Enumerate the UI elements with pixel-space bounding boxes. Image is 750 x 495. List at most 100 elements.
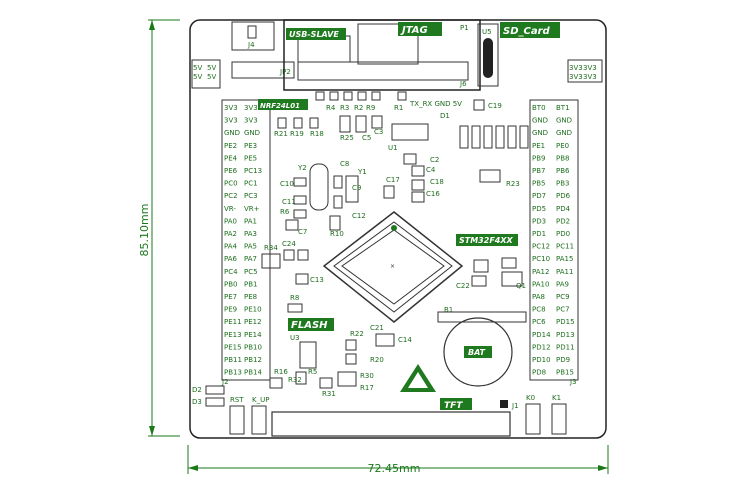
right-header-pin-label: PB3: [556, 180, 569, 188]
u1-chip: [391, 123, 429, 141]
left-header-pin-label: PC13: [244, 167, 262, 175]
k-up-label: K_UP: [252, 396, 269, 404]
right-header-pin-label: PD9: [556, 356, 570, 364]
right-header-pin-label: PC6: [532, 318, 546, 326]
sd-card-label: SD_Card: [503, 26, 551, 37]
r17-label: R17: [360, 384, 374, 392]
usb-jtag-block: [283, 19, 481, 91]
sd-card-slot: [477, 23, 499, 87]
left-header-pin-label: PA5: [244, 243, 257, 251]
left-header-pin-label: PE6: [224, 167, 238, 175]
flash-chip: [299, 341, 317, 369]
stm-label-bg: [456, 234, 518, 246]
battery-holder: [437, 311, 527, 323]
right-header-pin-label: GND: [532, 129, 548, 137]
y2-label: Y2: [297, 164, 307, 172]
left-header-pin-label: PE4: [224, 154, 238, 162]
left-header-pin-label: PE12: [244, 318, 262, 326]
right-header-pin-label: PD12: [532, 343, 551, 351]
left-header-pin-label: 3V3: [224, 117, 238, 125]
right-header-pin-label: PD7: [532, 192, 546, 200]
left-header-pin-label: PA2: [224, 230, 237, 238]
u3-label: U3: [290, 334, 300, 342]
right-header-pin-label: PC12: [532, 243, 550, 251]
left-header-pin-label: PA7: [244, 255, 257, 263]
j3-label: J3: [569, 378, 577, 386]
r25-label: R25: [340, 134, 354, 142]
u1-label: U1: [388, 144, 398, 152]
right-header-pin-label: 3V3: [583, 64, 597, 72]
left-header-pin-label: PB10: [244, 343, 262, 351]
left-header-pin-label: GND: [244, 129, 260, 137]
left-header-pin-label: 5V: [207, 64, 216, 72]
right-header-pin-label: BT0: [532, 104, 546, 112]
right-header-pin-label: GND: [556, 129, 572, 137]
battery-cell: [443, 317, 513, 387]
right-header-pin-label: PC7: [556, 306, 570, 314]
pad-row-mid: [285, 153, 501, 231]
right-header-pin-label: PB15: [556, 369, 574, 377]
jp2-label: JP2: [279, 68, 291, 76]
left-header-pin-label: PA1: [244, 217, 257, 225]
d3-label: D3: [192, 398, 202, 406]
right-header-pin-label: PD10: [532, 356, 551, 364]
crystal-y1: [345, 175, 359, 203]
right-header-pin-label: PD11: [556, 343, 575, 351]
right-header-pin-label: PD15: [556, 318, 575, 326]
jp2-header: [231, 61, 295, 79]
flash-label-bg: [288, 318, 334, 331]
left-header-pin-label: PE7: [224, 293, 237, 301]
right-header-pin-label: PD2: [556, 217, 570, 225]
c9-label: C9: [352, 184, 361, 192]
tft-label-bg: [440, 398, 472, 410]
j6-label: J6: [459, 80, 467, 88]
right-header-pin-label: 3V3: [569, 73, 583, 81]
right-header-pin-label: PB5: [532, 180, 545, 188]
r8-label: R8: [290, 294, 299, 302]
height-dimension-label: 85.10mm: [138, 204, 151, 257]
right-header-pin-label: PD5: [532, 205, 546, 213]
r32-label: R32: [288, 376, 302, 384]
left-header-pin-label: PE11: [224, 318, 242, 326]
r23-label: R23: [506, 180, 520, 188]
c12-label: C12: [352, 212, 366, 220]
jtag-label-bg: [398, 22, 442, 36]
stm-label: STM32F4XX: [459, 236, 514, 245]
usb-slave-label: USB-SLAVE: [289, 30, 339, 39]
r5-label: R5: [308, 368, 317, 376]
r34-label: R34: [264, 244, 278, 252]
left-header-pin-label: PB0: [224, 280, 237, 288]
right-header-pin-label: PD8: [532, 369, 546, 377]
esd-warning-icon: [400, 364, 436, 392]
c24-label: C24: [282, 240, 296, 248]
left-header-pin-label: PC1: [244, 180, 258, 188]
tx-rx-label: TX_RX GND 5V: [409, 100, 462, 108]
left-header-pin-label: PB12: [244, 356, 262, 364]
right-pin-header: [529, 99, 579, 381]
u5-label: U5: [482, 28, 492, 36]
r4-label: R4: [326, 104, 336, 112]
r30-label: R30: [360, 372, 374, 380]
right-header-pin-label: PA10: [532, 280, 549, 288]
c10-label: C10: [280, 180, 294, 188]
right-header-pin-label: PB6: [556, 167, 570, 175]
c4-label: C4: [426, 166, 436, 174]
left-header-pin-label: PE9: [224, 306, 237, 314]
right-header-pin-label: PD6: [556, 192, 571, 200]
c18-label: C18: [430, 178, 444, 186]
usb-connector-j4: [231, 21, 275, 51]
p1-label: P1: [460, 24, 469, 32]
right-header-pin-label: PB8: [556, 154, 569, 162]
left-header-pin-label: PA0: [224, 217, 237, 225]
c22-label: C22: [456, 282, 470, 290]
k-up-button: [251, 405, 267, 435]
r20-label: R20: [370, 356, 384, 364]
tft-label: TFT: [444, 401, 463, 411]
left-header-pin-label: PE8: [244, 293, 257, 301]
left-header-pin-label: PE13: [224, 331, 242, 339]
r19-label: R19: [290, 130, 304, 138]
left-header-pin-label: 3V3: [224, 104, 238, 112]
right-header-pin-label: PB9: [532, 154, 545, 162]
